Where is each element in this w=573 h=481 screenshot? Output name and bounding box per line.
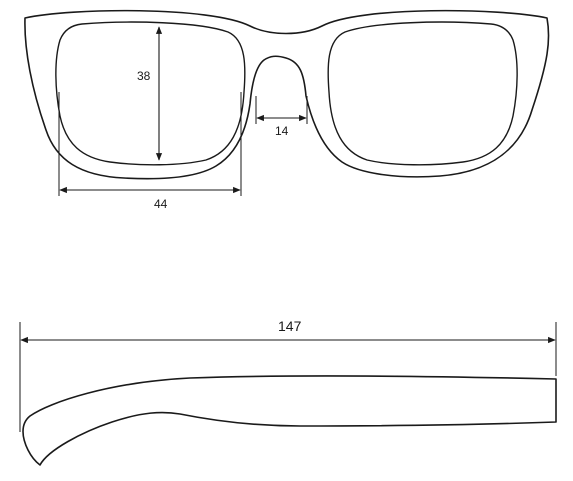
temple-arm-outline [22, 375, 557, 466]
bridge-width-label: 14 [275, 124, 289, 138]
left-lens [55, 21, 246, 166]
temple-length-label: 147 [278, 318, 302, 334]
temple-side-view: 147 [19, 318, 557, 466]
lens-width-label: 44 [154, 197, 168, 211]
lens-height-label: 38 [137, 69, 151, 83]
glasses-front-view: 38 14 44 [24, 9, 550, 211]
right-lens [327, 21, 518, 166]
